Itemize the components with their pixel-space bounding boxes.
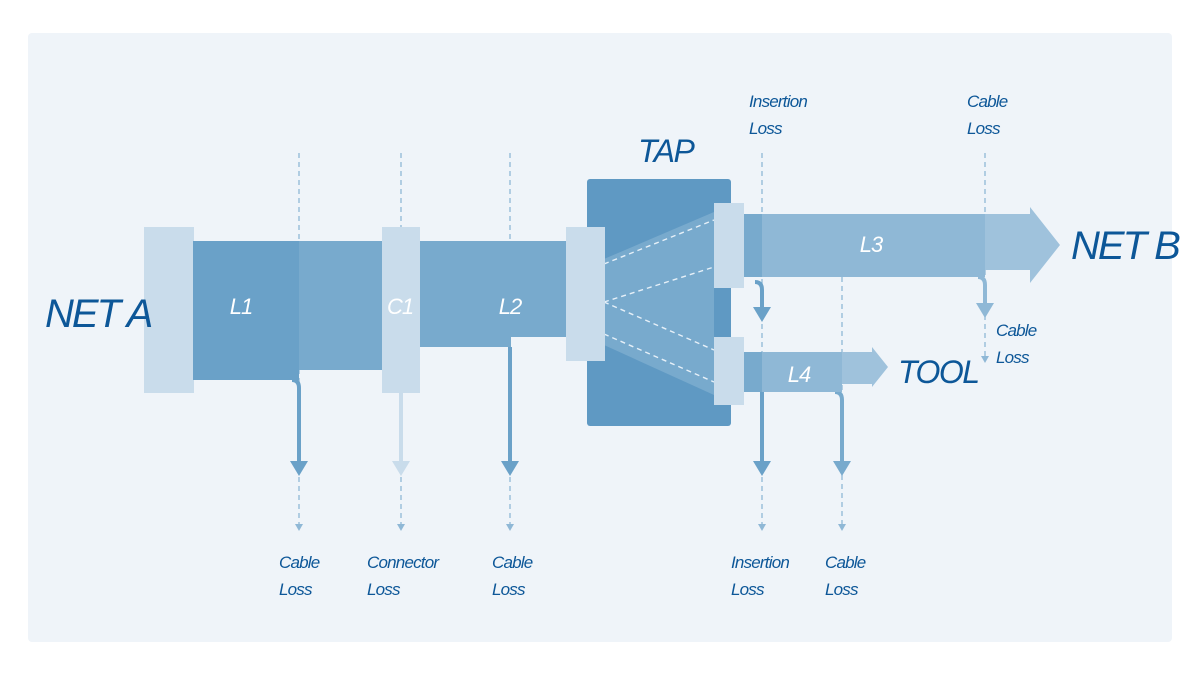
guide-arrowheads — [295, 356, 989, 531]
loss-arrow-insertion-bottom-icon — [753, 461, 771, 476]
svg-text:Loss: Loss — [996, 348, 1030, 367]
svg-text:Loss: Loss — [731, 580, 765, 599]
segment-label-l4: L4 — [788, 362, 811, 387]
small-arrow-icon — [397, 524, 405, 531]
tap-output-connector-net — [714, 203, 744, 288]
svg-text:Cable: Cable — [967, 92, 1008, 111]
svg-text:Insertion: Insertion — [749, 92, 807, 111]
loss-arrow-l3-icon — [976, 303, 994, 318]
net-a-connector — [144, 227, 194, 393]
cable-l1-segment — [193, 241, 299, 380]
svg-text:Insertion: Insertion — [731, 553, 789, 572]
loss-label-l2-cable: Cable Loss — [492, 553, 534, 599]
cable-l4-arrow-icon — [842, 347, 888, 387]
svg-text:Loss: Loss — [749, 119, 783, 138]
svg-text:Loss: Loss — [825, 580, 859, 599]
tap-output-connector-tool — [714, 337, 744, 405]
net-b-label: NET B — [1071, 224, 1180, 268]
net-a-label: NET A — [45, 292, 152, 336]
cable-l4-start — [744, 352, 762, 392]
svg-text:Loss: Loss — [367, 580, 401, 599]
segment-label-l3: L3 — [860, 232, 884, 257]
svg-text:Loss: Loss — [492, 580, 526, 599]
segment-label-c1: C1 — [387, 294, 413, 319]
loss-label-c1-connector: Connector Loss — [367, 553, 441, 599]
tap-split-lines — [603, 219, 715, 383]
tap-split-path — [604, 212, 714, 395]
cable-l3-start — [744, 214, 762, 277]
loss-arrows — [290, 275, 994, 476]
cable-l1-remaining — [299, 241, 383, 370]
svg-text:Cable: Cable — [279, 553, 320, 572]
cable-l3-segment — [762, 214, 985, 277]
loss-label-insertion-bottom: Insertion Loss — [731, 553, 790, 599]
svg-text:Connector: Connector — [367, 553, 440, 572]
svg-text:Cable: Cable — [492, 553, 533, 572]
small-arrow-icon — [295, 524, 303, 531]
svg-text:Cable: Cable — [996, 321, 1037, 340]
small-arrow-icon — [506, 524, 514, 531]
segment-label-l1: L1 — [230, 294, 252, 319]
loss-label-l4-cable: Cable Loss — [825, 553, 867, 599]
small-arrow-icon — [981, 356, 989, 363]
loss-arrow-l2-icon — [501, 461, 519, 476]
connector-c1 — [382, 227, 420, 393]
loss-label-l1-cable: Cable Loss — [279, 553, 321, 599]
svg-text:Loss: Loss — [279, 580, 313, 599]
loss-label-l3-cable-right: Cable Loss — [996, 321, 1038, 367]
cable-l3-arrow-icon — [985, 207, 1060, 283]
tap-label: TAP — [638, 133, 696, 169]
tool-label: TOOL — [898, 354, 979, 390]
loss-arrow-l4-icon — [833, 461, 851, 476]
cable-l2-segment — [420, 241, 511, 347]
svg-text:Loss: Loss — [967, 119, 1001, 138]
loss-arrow-insertion-top-icon — [753, 307, 771, 322]
segment-label-l2: L2 — [499, 294, 522, 319]
loss-label-l3-cable-top: Cable Loss — [967, 92, 1009, 138]
cable-l2-remaining — [510, 241, 568, 337]
svg-text:Cable: Cable — [825, 553, 866, 572]
loss-label-insertion-top: Insertion Loss — [749, 92, 808, 138]
loss-arrow-c1-icon — [392, 461, 410, 476]
cable-l4-segment — [762, 352, 842, 392]
tap-input-connector — [566, 227, 605, 361]
small-arrow-icon — [838, 524, 846, 531]
loss-arrow-l1-icon — [290, 461, 308, 476]
small-arrow-icon — [758, 524, 766, 531]
